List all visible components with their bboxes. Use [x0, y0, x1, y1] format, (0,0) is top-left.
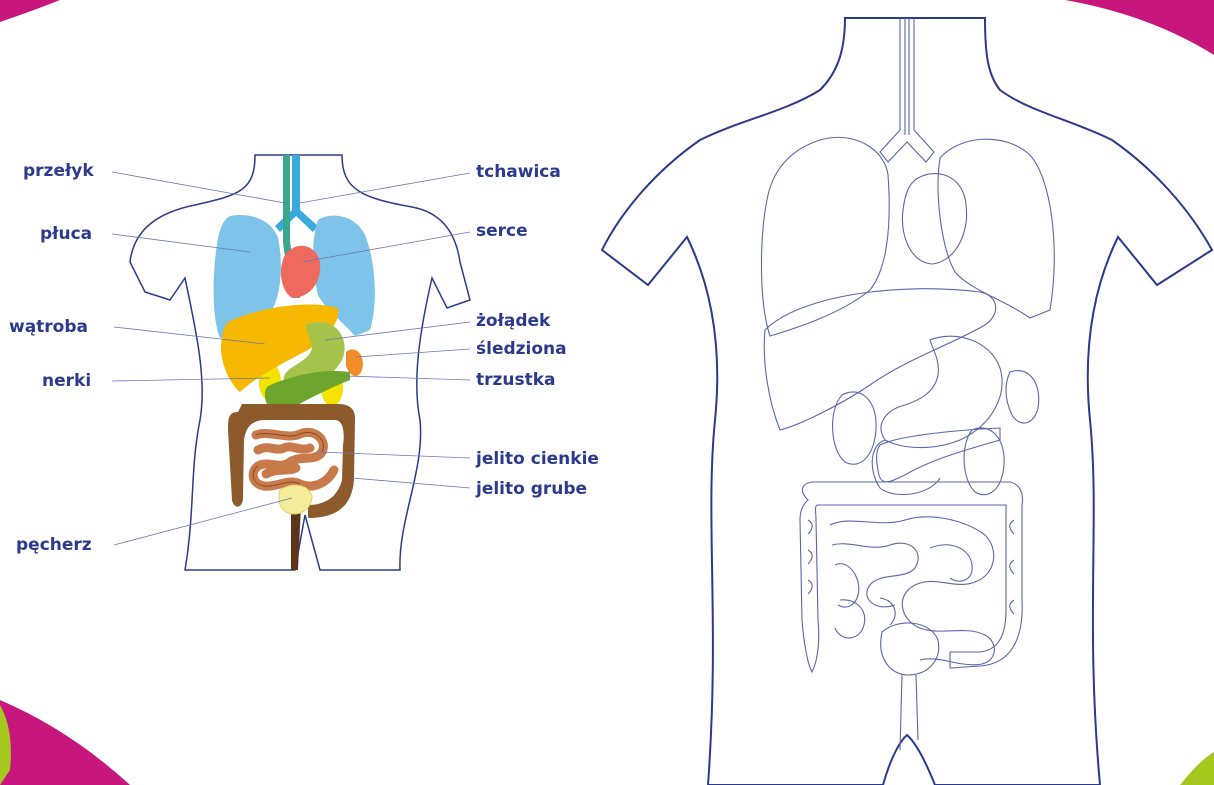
leader-pecherz [114, 498, 292, 545]
outline-right-kidney [964, 428, 1004, 495]
outline-organs [762, 18, 1055, 750]
outline-right-lung [938, 139, 1054, 318]
outline-large-intestine [800, 482, 1023, 672]
bladder-shape [279, 485, 312, 514]
leader-jelito-cienkie [318, 452, 470, 458]
outline-trachea [880, 18, 934, 162]
leader-przelyk [112, 172, 285, 203]
large-torso-outline [602, 18, 1212, 785]
label-pluca: płuca [40, 224, 92, 244]
label-tchawica: tchawica [476, 162, 561, 182]
outline-liver [764, 289, 995, 430]
label-watroba: wątroba [9, 317, 88, 337]
leader-tchawica [300, 173, 470, 203]
colored-torso [130, 155, 470, 570]
outline-duodenum [872, 440, 940, 495]
corner-green-bottom-right [1180, 752, 1214, 785]
label-jelito-grube: jelito grube [476, 479, 587, 499]
outline-small-intestine [830, 517, 994, 665]
outline-heart [902, 174, 966, 264]
label-pecherz: pęcherz [16, 535, 92, 555]
label-trzustka: trzustka [476, 370, 556, 390]
corner-magenta-top-left [0, 0, 60, 22]
outline-stomach [881, 336, 1002, 447]
label-serce: serce [476, 221, 528, 241]
outline-left-lung [762, 137, 890, 336]
trachea-shape [275, 155, 318, 232]
label-nerki: nerki [42, 371, 91, 391]
outline-spleen [1006, 371, 1039, 423]
rectum-shape [291, 505, 301, 570]
outline-torso [602, 18, 1212, 785]
label-przelyk: przełyk [23, 161, 94, 181]
corner-magenta-top-right [1065, 0, 1214, 55]
outline-pancreas [877, 428, 1000, 482]
label-jelito-cienkie: jelito cienkie [476, 449, 599, 469]
leader-jelito-grube [352, 478, 470, 488]
corner-magenta-bottom-left [0, 700, 130, 785]
label-zoladek: żołądek [476, 311, 550, 331]
outline-left-kidney [833, 392, 877, 464]
label-sledziona: śledziona [476, 339, 567, 359]
leader-sledziona [356, 349, 470, 357]
heart-shape [281, 246, 320, 298]
leader-trzustka [345, 376, 470, 380]
